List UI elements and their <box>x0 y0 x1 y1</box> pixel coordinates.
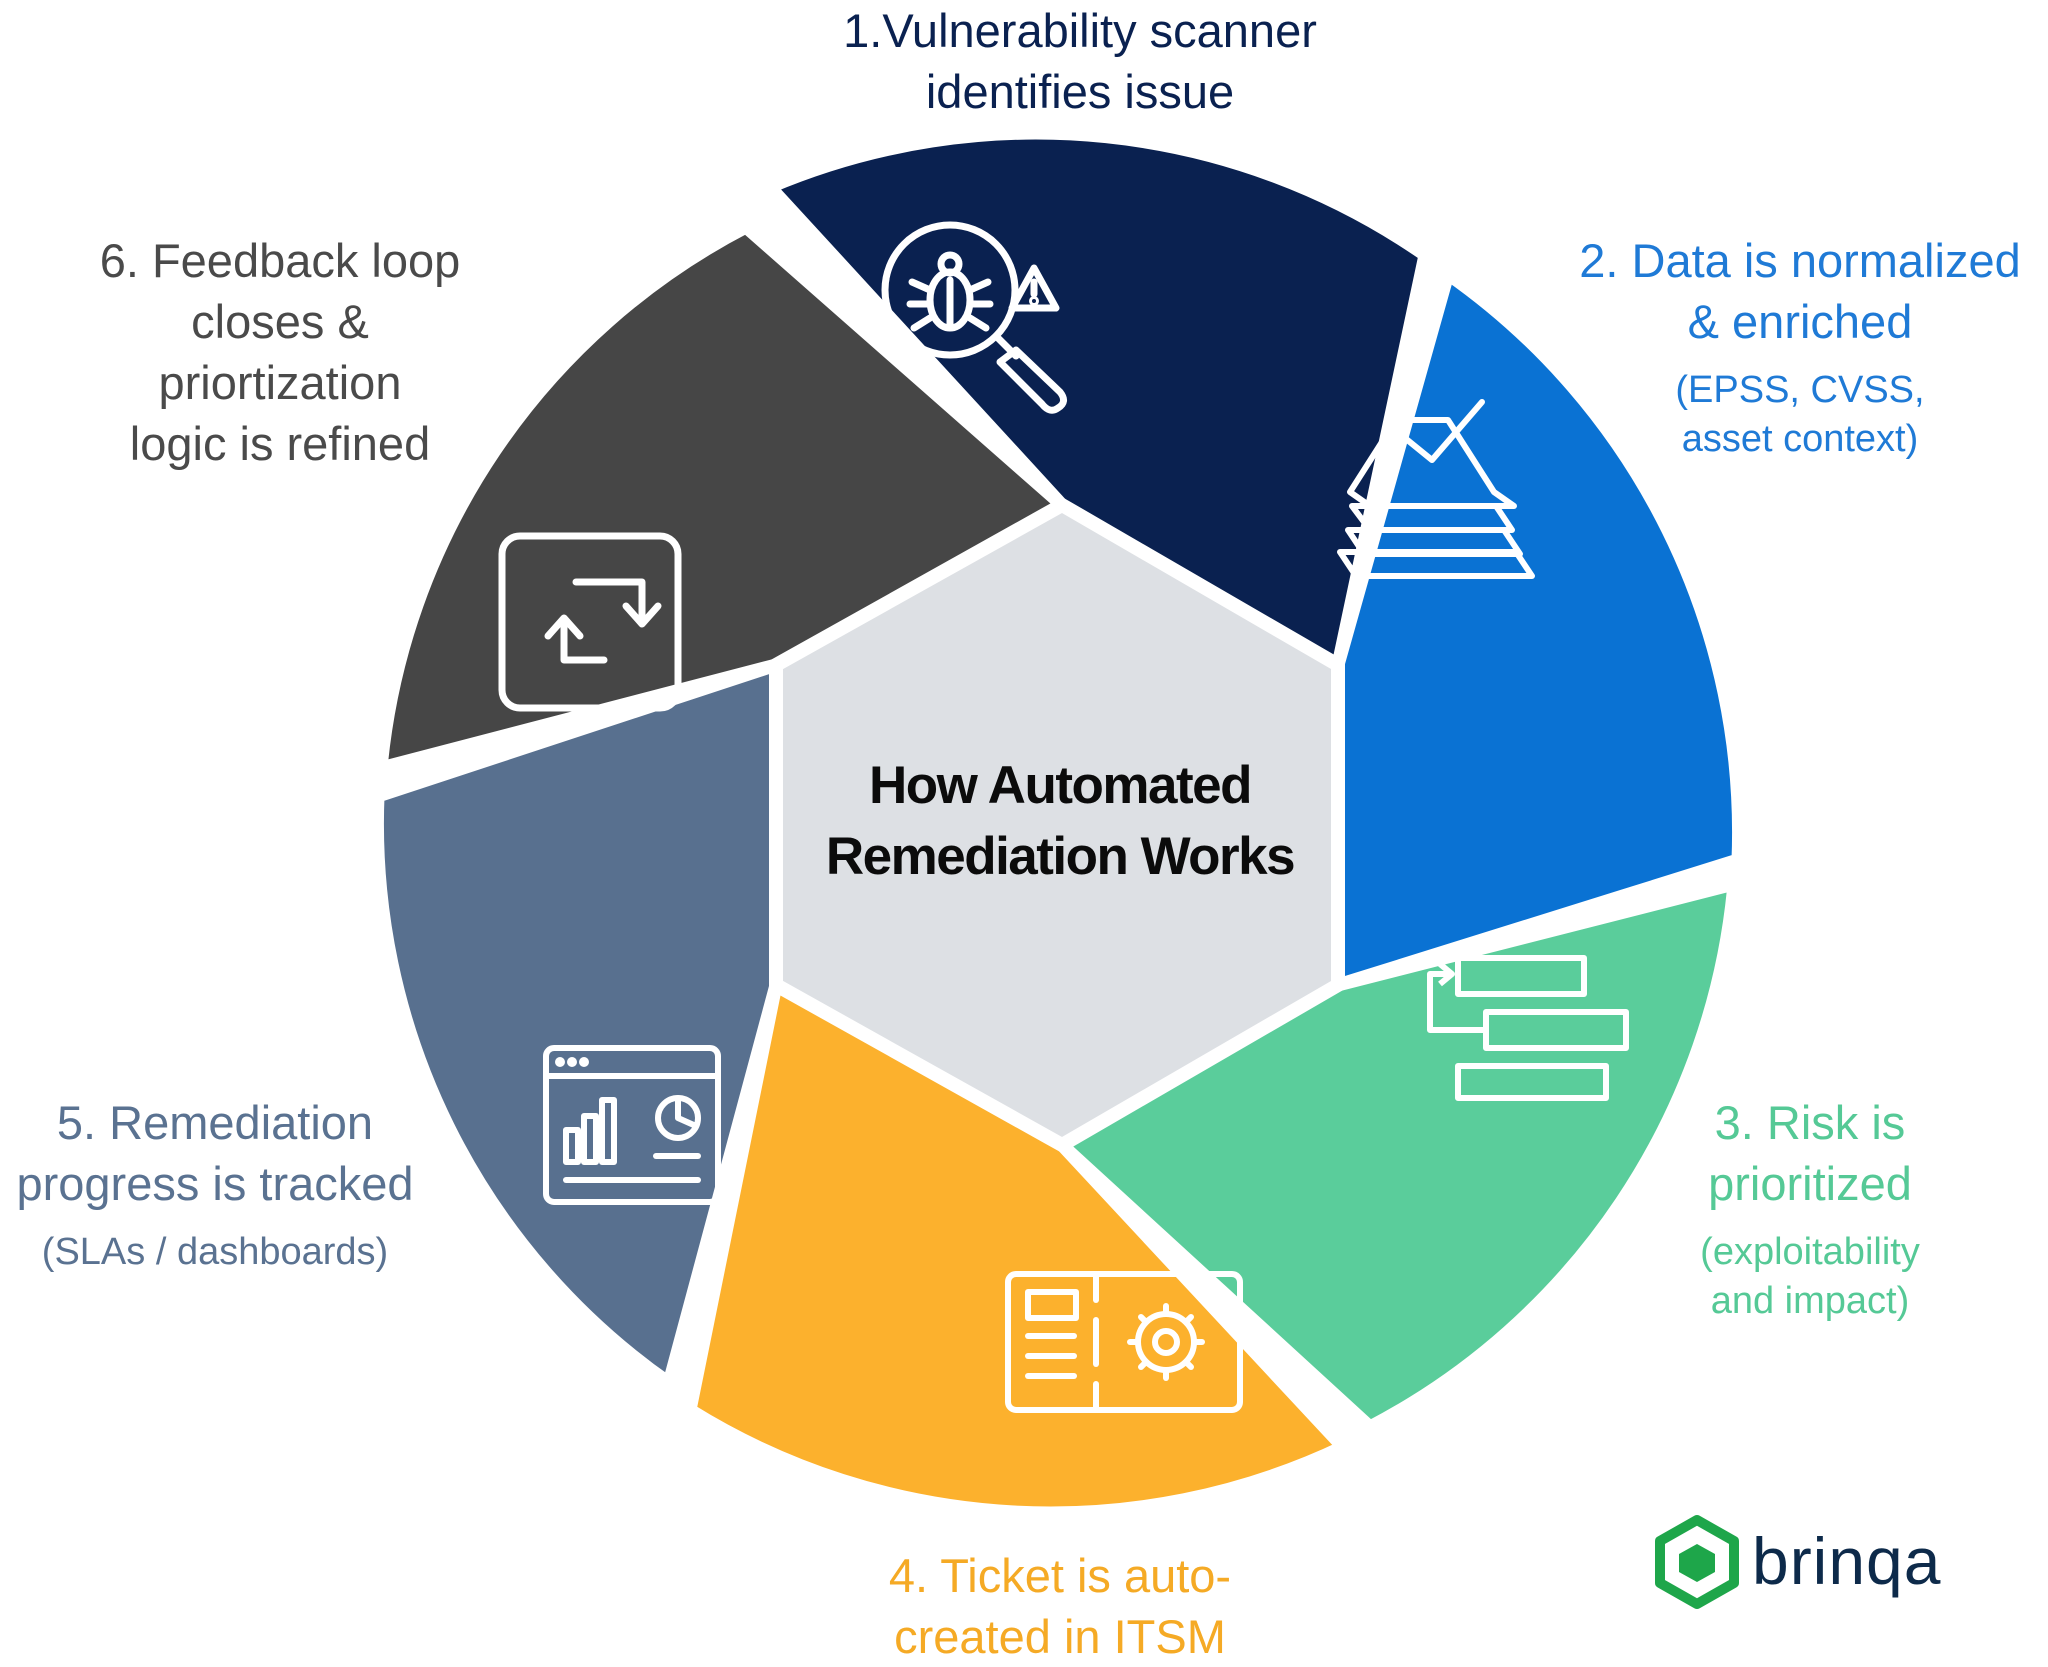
step-3-label: 3. Risk is prioritized (exploitability a… <box>1640 1092 1980 1326</box>
step-2-label: 2. Data is normalized & enriched (EPSS, … <box>1560 230 2040 464</box>
step-5-line-2: progress is tracked <box>16 1157 414 1210</box>
ticket-gear-icon <box>1005 1271 1243 1413</box>
step-2-sub-line-1: (EPSS, CVSS, <box>1675 369 1925 411</box>
step-3-line-1: 3. Risk is <box>1714 1096 1906 1149</box>
stacked-layers-check-icon <box>1337 399 1535 579</box>
step-2-line-2: & enriched <box>1687 295 1913 348</box>
step-3-sub-line-2: and impact) <box>1710 1280 1910 1322</box>
priority-list-icon <box>1427 955 1629 1101</box>
step-4-line-1: 4. Ticket is auto- <box>888 1549 1232 1602</box>
center-title: How Automated Remediation Works <box>740 750 1380 892</box>
step-2-sub-line-2: asset context) <box>1681 418 1919 460</box>
step-6-line-4: logic is refined <box>129 417 431 470</box>
step-6-label: 6. Feedback loop closes & priortization … <box>60 230 500 474</box>
segment-step-4 <box>682 974 1354 1520</box>
step-4-line-2: created in ITSM <box>894 1610 1226 1663</box>
bug-magnifier-warning-icon <box>881 221 1067 414</box>
step-5-line-1: 5. Remediation <box>56 1096 374 1149</box>
step-1-line-1: 1.Vulnerability scanner <box>843 4 1317 57</box>
step-2-line-1: 2. Data is normalized <box>1579 234 2021 287</box>
step-6-line-1: 6. Feedback loop <box>99 234 461 287</box>
step-5-sub-line-1: (SLAs / dashboards) <box>41 1231 389 1273</box>
refresh-loop-icon <box>498 532 682 712</box>
step-6-line-2: closes & <box>191 295 369 348</box>
step-3-sub-line-1: (exploitability <box>1700 1231 1920 1273</box>
hexagon-logo-icon <box>1655 1515 1739 1609</box>
step-3-line-2: prioritized <box>1708 1157 1912 1210</box>
center-title-line-1: How Automated <box>869 756 1252 815</box>
step-1-line-2: identifies issue <box>925 65 1235 118</box>
step-5-label: 5. Remediation progress is tracked (SLAs… <box>0 1092 430 1277</box>
center-title-line-2: Remediation Works <box>825 827 1296 886</box>
dashboard-window-icon <box>543 1045 721 1205</box>
step-6-line-3: priortization <box>158 356 402 409</box>
step-1-label: 1.Vulnerability scanner identifies issue <box>720 0 1440 122</box>
brinqa-logo-text: brinqa <box>1752 1524 1942 1598</box>
step-4-label: 4. Ticket is auto- created in ITSM <box>780 1545 1340 1667</box>
segment-step-1 <box>758 126 1433 676</box>
segment-step-3 <box>1051 875 1742 1435</box>
center-hexagon <box>769 496 1345 1154</box>
